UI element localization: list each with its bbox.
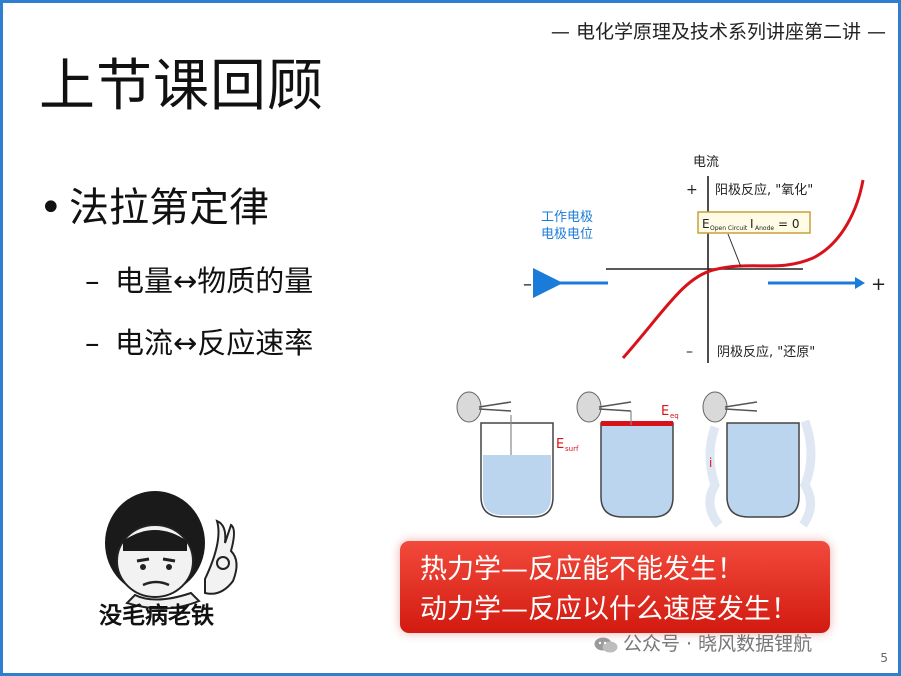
plus-x: + xyxy=(871,274,886,295)
polarization-curve-diagram: E Open Circuit I Anode = 0 电流 工作电极 电极电位 … xyxy=(523,155,886,363)
y-axis-label: 电流 xyxy=(693,155,719,170)
callout-box: 热力学—反应能不能发生！ 动力学—反应以什么速度发生！ xyxy=(400,541,830,633)
box-I: I xyxy=(750,217,754,231)
sub-bullet-text: 电流↔反应速率 xyxy=(115,326,314,360)
sub-bullet-marker: – xyxy=(85,264,100,298)
bullet-item: •法拉第定律 xyxy=(39,175,269,233)
x-axis-label-2: 电极电位 xyxy=(541,227,593,242)
beaker-illustrations: E surf E eq i xyxy=(456,391,816,528)
x-axis-label-1: 工作电极 xyxy=(541,210,593,225)
polarization-curve xyxy=(621,179,865,359)
box-E: E xyxy=(702,217,710,231)
page-number: 5 xyxy=(880,651,888,665)
beaker-equilibrium xyxy=(576,391,674,518)
pointer-line xyxy=(727,233,742,268)
watermark: 公众号 · 晓风数据锂航 xyxy=(593,629,812,656)
anodic-label: 阳极反应, "氧化" xyxy=(715,182,813,198)
wechat-icon xyxy=(594,637,618,652)
sub-bullet-item: –电流↔反应速率 xyxy=(85,320,313,362)
slide-title: 上节课回顾 xyxy=(39,54,324,119)
e-surf-main: E xyxy=(556,437,564,452)
plus-y: + xyxy=(686,182,698,198)
i-label: i xyxy=(709,456,712,470)
beaker-current xyxy=(702,391,816,528)
e-eq-sub: eq xyxy=(670,412,679,420)
box-E-sub: Open Circuit xyxy=(710,225,748,232)
callout-line-2: 动力学—反应以什么速度发生！ xyxy=(420,594,798,625)
callout-line-1: 热力学—反应能不能发生！ xyxy=(420,554,744,585)
meme-caption: 没毛病老铁 xyxy=(99,603,214,629)
meme-face-image xyxy=(105,491,238,610)
sub-bullet-text: 电量↔物质的量 xyxy=(115,264,314,298)
bullet-marker: • xyxy=(39,185,63,231)
box-tail: = 0 xyxy=(778,217,800,231)
minus-y: – xyxy=(686,344,693,360)
e-eq-main: E xyxy=(661,404,669,419)
watermark-text: 公众号 · 晓风数据锂航 xyxy=(623,633,813,655)
e-surf-sub: surf xyxy=(565,445,579,453)
sub-bullet-item: –电量↔物质的量 xyxy=(85,258,313,300)
cathodic-label: 阴极反应, "还原" xyxy=(717,344,815,360)
minus-x: – xyxy=(523,274,532,295)
open-circuit-box xyxy=(697,211,811,234)
sub-bullet-marker: – xyxy=(85,326,100,360)
box-I-sub: Anode xyxy=(755,225,774,232)
bullet-text: 法拉第定律 xyxy=(69,185,269,231)
series-title: — 电化学原理及技术系列讲座第二讲 — xyxy=(550,21,886,43)
right-arrow-head xyxy=(855,277,865,289)
beaker-surface xyxy=(456,391,554,518)
